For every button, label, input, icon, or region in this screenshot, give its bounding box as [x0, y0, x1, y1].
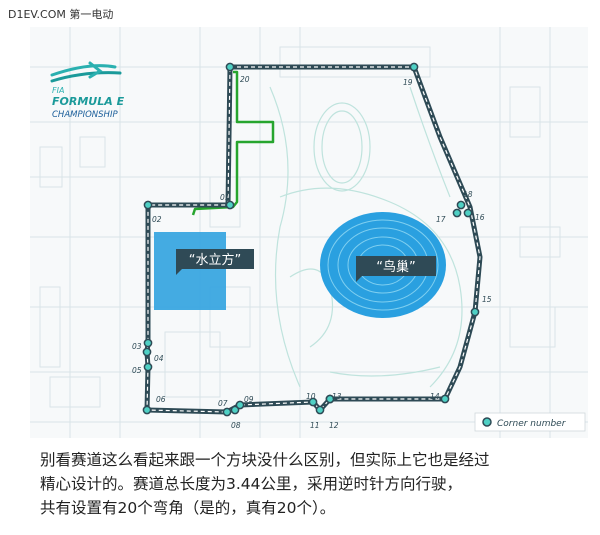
- caption: 别看赛道这么看起来跟一个方块没什么区别，但实际上它也是经过 精心设计的。赛道总长…: [40, 448, 580, 520]
- corner-17-marker: [452, 208, 462, 218]
- logo-fia: FIA: [52, 86, 64, 95]
- corner-14-marker: [440, 394, 450, 404]
- pit-lane: [191, 70, 275, 216]
- corner-14-label: 14: [430, 392, 440, 401]
- birds-nest-label-text: “鸟巢”: [376, 259, 415, 275]
- corner-07-label: 07: [218, 399, 228, 408]
- corner-01-label: 01: [220, 193, 230, 202]
- circuit-map: FIA FORMULA E CHAMPIONSHIP “水立方” “鸟巢”: [30, 27, 588, 438]
- legend: Corner number: [474, 412, 586, 432]
- water-cube-label: “水立方”: [176, 249, 254, 275]
- logo-swoosh-icon: [50, 61, 122, 83]
- corner-10-marker: [308, 397, 318, 407]
- corner-08-label: 08: [231, 421, 241, 430]
- corner-09-marker: [235, 400, 245, 410]
- water-cube-label-text: “水立方”: [189, 252, 241, 268]
- corner-markers: 01 02 03 04 05 06 07 08 09 10 11 12 13 14 15 16 17 18 19 20: [132, 62, 492, 430]
- corner-03-label: 03: [132, 342, 142, 351]
- corner-16-marker: [463, 208, 473, 218]
- birds-nest-label: “鸟巢”: [356, 256, 436, 282]
- corner-18-marker: [456, 200, 466, 210]
- corner-10-label: 10: [306, 392, 316, 401]
- corner-marker-icon: [482, 417, 492, 427]
- corner-19-label: 19: [403, 78, 413, 87]
- corner-07-marker: [222, 407, 232, 417]
- logo-championship: CHAMPIONSHIP: [52, 110, 118, 120]
- corner-01-marker: [225, 200, 235, 210]
- corner-20-label: 20: [240, 75, 250, 84]
- watermark: D1EV.COM 第一电动: [8, 8, 114, 21]
- formula-e-logo: FIA FORMULA E CHAMPIONSHIP: [50, 61, 125, 120]
- corner-06-marker: [142, 405, 152, 415]
- corner-15-marker: [470, 307, 480, 317]
- corner-03-marker: [143, 338, 153, 348]
- corner-18-label: 18: [463, 190, 473, 199]
- corner-11-marker: [315, 405, 325, 415]
- street-grid: [30, 27, 588, 438]
- corner-13-label: 13: [332, 392, 342, 401]
- corner-06-label: 06: [156, 395, 166, 404]
- caption-line-3: 共有设置有20个弯角（是的，真有20个）。: [40, 499, 336, 517]
- corner-20-marker: [225, 62, 235, 72]
- map-svg: FIA FORMULA E CHAMPIONSHIP “水立方” “鸟巢”: [30, 27, 588, 438]
- corner-17-label: 17: [436, 215, 446, 224]
- corner-13-marker: [325, 394, 335, 404]
- corner-11-label: 11: [310, 421, 320, 430]
- corner-09-label: 09: [244, 395, 254, 404]
- corner-04-label: 04: [154, 354, 164, 363]
- corner-08-marker: [230, 405, 240, 415]
- legend-label: Corner number: [497, 419, 567, 429]
- logo-formula-e: FORMULA E: [52, 95, 125, 108]
- corner-02-marker: [143, 200, 153, 210]
- corner-12-label: 12: [329, 421, 339, 430]
- corner-05-label: 05: [132, 366, 142, 375]
- water-cube-venue: [154, 232, 226, 310]
- caption-line-2: 精心设计的。赛道总长度为3.44公里，采用逆时针方向行驶，: [40, 475, 463, 493]
- caption-line-1: 别看赛道这么看起来跟一个方块没什么区别，但实际上它也是经过: [40, 451, 490, 469]
- corner-16-label: 16: [475, 213, 485, 222]
- corner-02-label: 02: [152, 215, 162, 224]
- corner-05-marker: [143, 362, 153, 372]
- corner-15-label: 15: [482, 295, 492, 304]
- corner-19-marker: [409, 62, 419, 72]
- corner-04-marker: [142, 347, 152, 357]
